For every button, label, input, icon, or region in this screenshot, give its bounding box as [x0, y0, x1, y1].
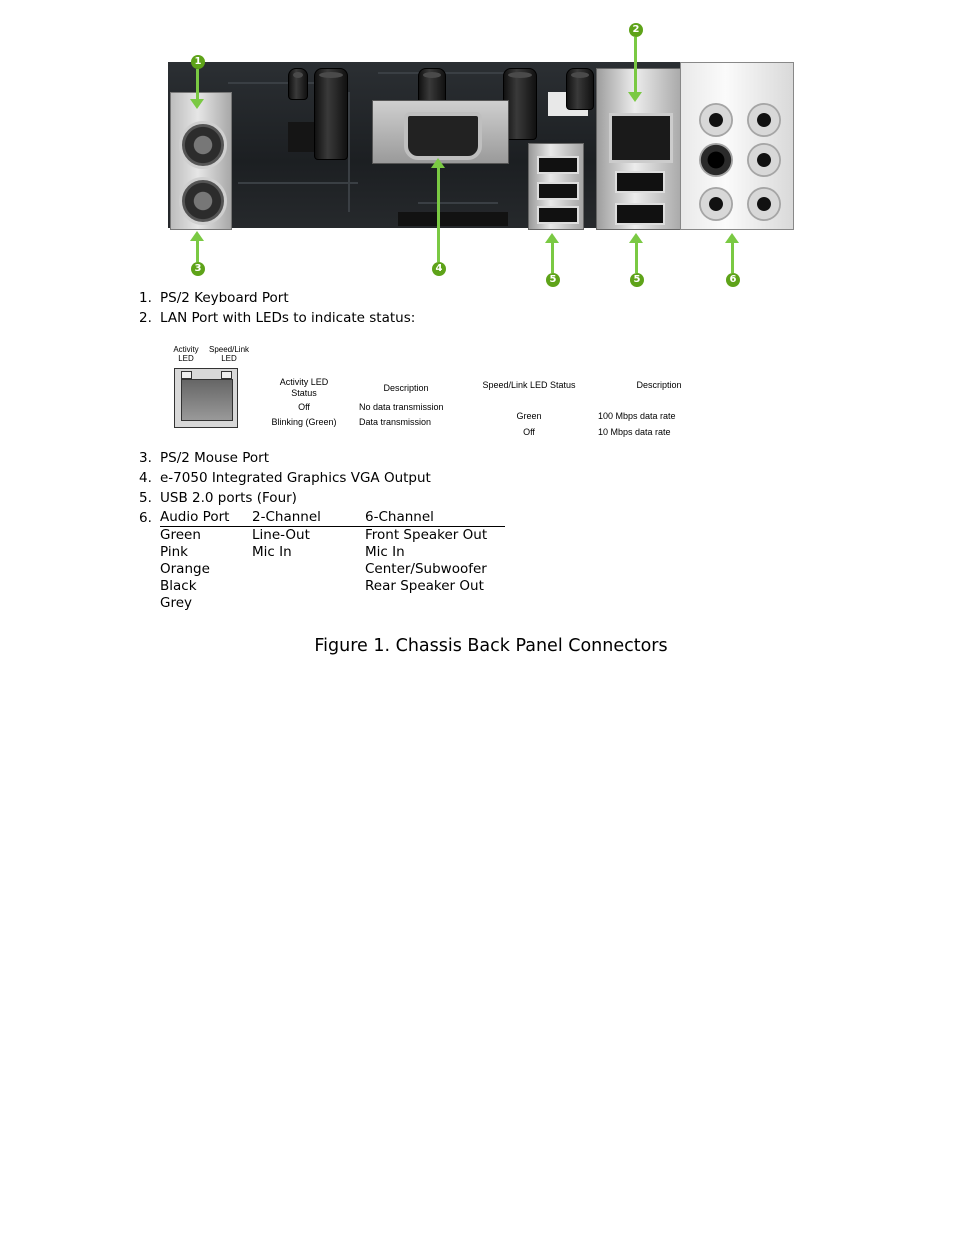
rj45-socket: [181, 379, 233, 421]
activity-led-label: Activity LED: [173, 345, 199, 363]
lan-port-diagram: [174, 368, 238, 428]
audio-jack: [699, 187, 733, 221]
list-text: PS/2 Mouse Port: [160, 450, 269, 466]
audio-port-table: Audio Port 2-Channel 6-Channel Green Lin…: [160, 509, 505, 612]
ps2-mouse-port: [179, 177, 227, 225]
audio-jack: [747, 187, 781, 221]
audio-cell: Mic In: [365, 544, 405, 560]
usb-port: [537, 182, 579, 200]
callout-badge: 5: [546, 273, 560, 287]
vga-port: [404, 112, 482, 160]
list-text: USB 2.0 ports (Four): [160, 490, 297, 506]
speed-table-header: Speed/Link LED Status: [482, 380, 576, 390]
usb-port: [537, 206, 579, 224]
audio-header-cell: 6-Channel: [365, 509, 434, 525]
audio-cell: Center/Subwoofer: [365, 561, 487, 577]
callout-arrow: [628, 37, 642, 102]
audio-port-stack: [680, 62, 794, 230]
activity-led: [181, 371, 192, 379]
capacitor: [566, 68, 594, 110]
usb-port: [615, 203, 665, 225]
lan-port: [609, 113, 673, 163]
callout-arrow: [431, 158, 445, 262]
audio-cell: Rear Speaker Out: [365, 578, 484, 594]
speed-desc-cell: 100 Mbps data rate: [598, 411, 676, 421]
list-number: 1.: [139, 290, 152, 306]
speed-status-cell: Green: [516, 411, 542, 421]
callout-badge: 1: [191, 55, 205, 69]
activity-desc-cell: No data transmission: [359, 402, 444, 412]
audio-cell: Mic In: [252, 544, 292, 560]
audio-table-row: Black Rear Speaker Out: [160, 578, 505, 595]
activity-table-header: Activity LED Status: [279, 377, 329, 398]
usb-port-stack: [528, 143, 584, 230]
usb-port: [537, 156, 579, 174]
callout-badge: 4: [432, 262, 446, 276]
callout-arrow: [725, 233, 739, 273]
callout-badge: 2: [629, 23, 643, 37]
list-number: 2.: [139, 310, 152, 326]
activity-desc-header: Description: [383, 383, 429, 393]
audio-cell: Grey: [160, 595, 193, 611]
figure-caption: Figure 1. Chassis Back Panel Connectors: [314, 636, 668, 656]
audio-jack: [747, 143, 781, 177]
capacitor: [418, 68, 446, 106]
audio-table-row: Orange Center/Subwoofer: [160, 561, 505, 578]
list-number: 3.: [139, 450, 152, 466]
list-text: LAN Port with LEDs to indicate status:: [160, 310, 416, 326]
list-number: 4.: [139, 470, 152, 486]
audio-jack: [747, 103, 781, 137]
speed-desc-cell: 10 Mbps data rate: [598, 427, 671, 437]
callout-arrow: [629, 233, 643, 273]
capacitor: [288, 68, 308, 100]
speed-status-cell: Off: [523, 427, 535, 437]
activity-desc-cell: Data transmission: [359, 417, 432, 427]
audio-cell: Line-Out: [252, 527, 310, 543]
audio-cell: Black: [160, 578, 197, 594]
ps2-port-stack: [170, 92, 232, 230]
callout-badge: 6: [726, 273, 740, 287]
audio-table-row: Pink Mic In Mic In: [160, 544, 505, 561]
callout-arrow: [190, 231, 204, 262]
activity-status-cell: Off: [298, 402, 310, 412]
list-text: e-7050 Integrated Graphics VGA Output: [160, 470, 431, 486]
usb-port: [615, 171, 665, 193]
list-number: 6.: [139, 510, 152, 526]
audio-cell: Orange: [160, 561, 210, 577]
capacitor: [314, 68, 348, 160]
callout-arrow: [190, 69, 204, 109]
speed-link-led: [221, 371, 232, 379]
speed-desc-header: Description: [636, 380, 682, 390]
audio-cell: Front Speaker Out: [365, 527, 488, 543]
callout-badge: 5: [630, 273, 644, 287]
audio-table-header: Audio Port 2-Channel 6-Channel: [160, 509, 505, 527]
audio-header-cell: Audio Port: [160, 509, 230, 525]
audio-cell: Green: [160, 527, 201, 543]
audio-jack: [699, 103, 733, 137]
list-text: PS/2 Keyboard Port: [160, 290, 289, 306]
audio-header-cell: 2-Channel: [252, 509, 321, 525]
audio-table-row: Grey: [160, 595, 505, 612]
audio-table-row: Green Line-Out Front Speaker Out: [160, 527, 505, 544]
audio-jack: [699, 143, 733, 177]
activity-status-cell: Blinking (Green): [271, 417, 337, 427]
callout-arrow: [545, 233, 559, 273]
list-number: 5.: [139, 490, 152, 506]
speed-link-led-label: Speed/Link LED: [208, 345, 250, 363]
callout-badge: 3: [191, 262, 205, 276]
ps2-keyboard-port: [179, 121, 227, 169]
audio-cell: Pink: [160, 544, 188, 560]
